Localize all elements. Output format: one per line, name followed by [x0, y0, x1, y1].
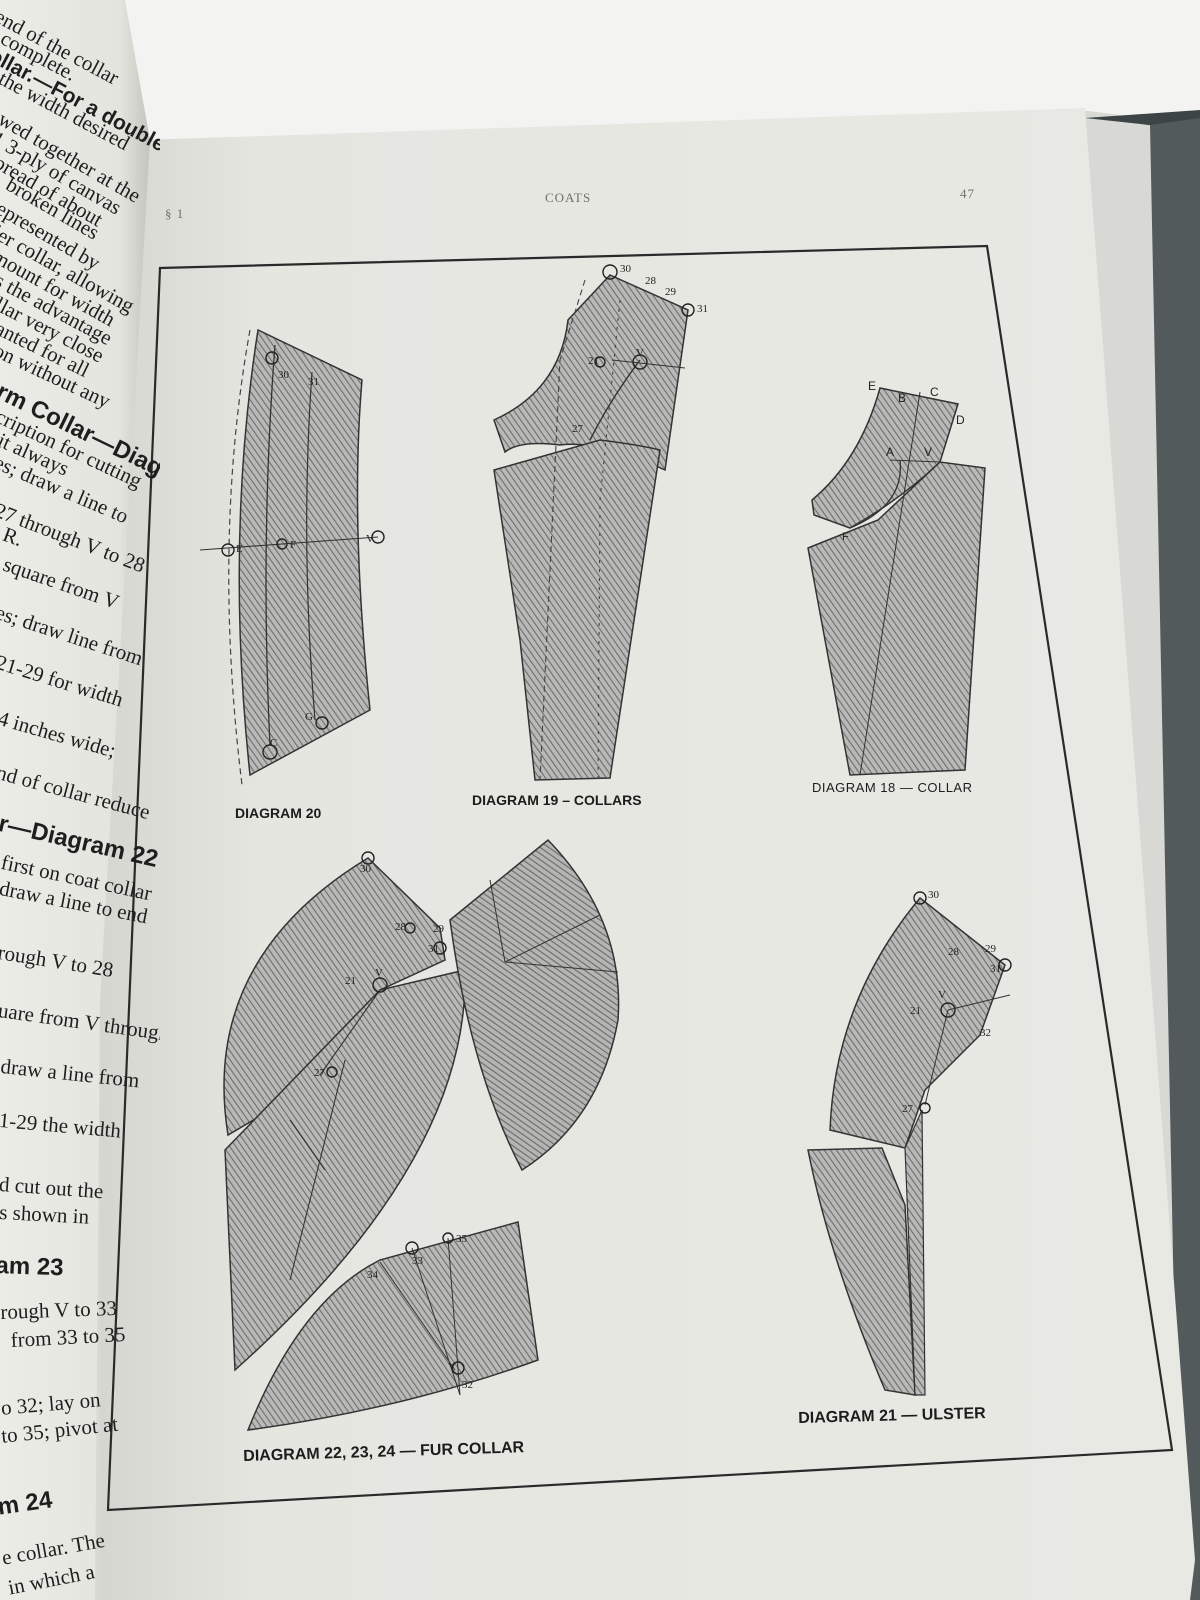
left-line: m 24	[0, 1486, 54, 1521]
d19-label-29: 29	[665, 286, 677, 298]
d19-label-28: 28	[645, 275, 657, 287]
d21-label-30: 30	[928, 889, 940, 901]
running-header: COATS	[545, 190, 592, 205]
d20-label-c: C	[270, 737, 277, 749]
left-line: 4 inches wide;	[0, 706, 119, 763]
d21-label-v: V	[938, 989, 946, 1001]
d21-label-28: 28	[948, 946, 960, 958]
d24-label-v: V	[448, 1361, 456, 1373]
caption-diagram-19: DIAGRAM 19 – COLLARS	[472, 792, 642, 808]
d21-label-31: 31	[990, 963, 1001, 975]
left-line: d cut out the	[0, 1172, 105, 1204]
caption-diagram-18: DIAGRAM 18 — COLLAR	[812, 780, 973, 795]
d21-label-29: 29	[985, 943, 997, 955]
d22-label-31: 31	[428, 943, 439, 955]
d19-label-v: V	[636, 347, 644, 359]
d19-label-31: 31	[697, 303, 708, 315]
caption-diagram-20: DIAGRAM 20	[235, 805, 322, 821]
d22-label-v: V	[375, 967, 383, 979]
d20-label-g: G	[305, 711, 313, 723]
left-page-text: end of the collar complete. ollar.—For a…	[0, 0, 160, 1600]
d19-label-27: 27	[572, 423, 584, 435]
left-line: s shown in	[0, 1200, 90, 1229]
d20-label-v: V	[366, 533, 374, 545]
d18-label-b: B	[898, 391, 906, 405]
d20-label-31: 31	[308, 376, 319, 388]
d20-label-30: 30	[278, 369, 290, 381]
d22-label-21: 21	[345, 975, 356, 987]
d22-label-29: 29	[433, 923, 445, 935]
d18-label-c: C	[930, 385, 939, 399]
page-number: 47	[960, 186, 975, 201]
d21-label-32: 32	[980, 1027, 991, 1039]
d21-label-27: 27	[902, 1103, 914, 1115]
d18-label-v: V	[924, 445, 932, 459]
left-line: am 23	[0, 1252, 65, 1282]
d18-label-e: E	[868, 379, 876, 393]
left-line: rough V to 33	[0, 1295, 118, 1324]
left-line: 1-29 the width	[0, 1108, 123, 1143]
d24-label-34: 34	[367, 1269, 379, 1281]
d20-label-e: E	[236, 543, 243, 555]
d24-label-35: 35	[456, 1233, 468, 1245]
d18-label-a: A	[886, 445, 894, 459]
left-line: from 33 to 35	[10, 1321, 127, 1352]
d22-label-30: 30	[360, 863, 372, 875]
d18-label-f: F	[842, 531, 849, 543]
section-marker: § 1	[165, 206, 185, 221]
d18-label-d: D	[956, 413, 965, 427]
d24-label-32: 32	[462, 1379, 473, 1391]
d24-label-33: 33	[412, 1255, 424, 1267]
d22-label-28: 28	[395, 921, 407, 933]
left-line: draw a line from	[0, 1054, 141, 1093]
left-line: uare from V through	[0, 998, 160, 1046]
d20-label-f: F	[290, 539, 296, 551]
d22-label-27: 27	[314, 1067, 326, 1079]
d19-label-30: 30	[620, 263, 632, 275]
d19-label-21: 21	[588, 355, 599, 367]
left-line: rough V to 28	[0, 940, 116, 982]
d21-label-21: 21	[910, 1005, 921, 1017]
